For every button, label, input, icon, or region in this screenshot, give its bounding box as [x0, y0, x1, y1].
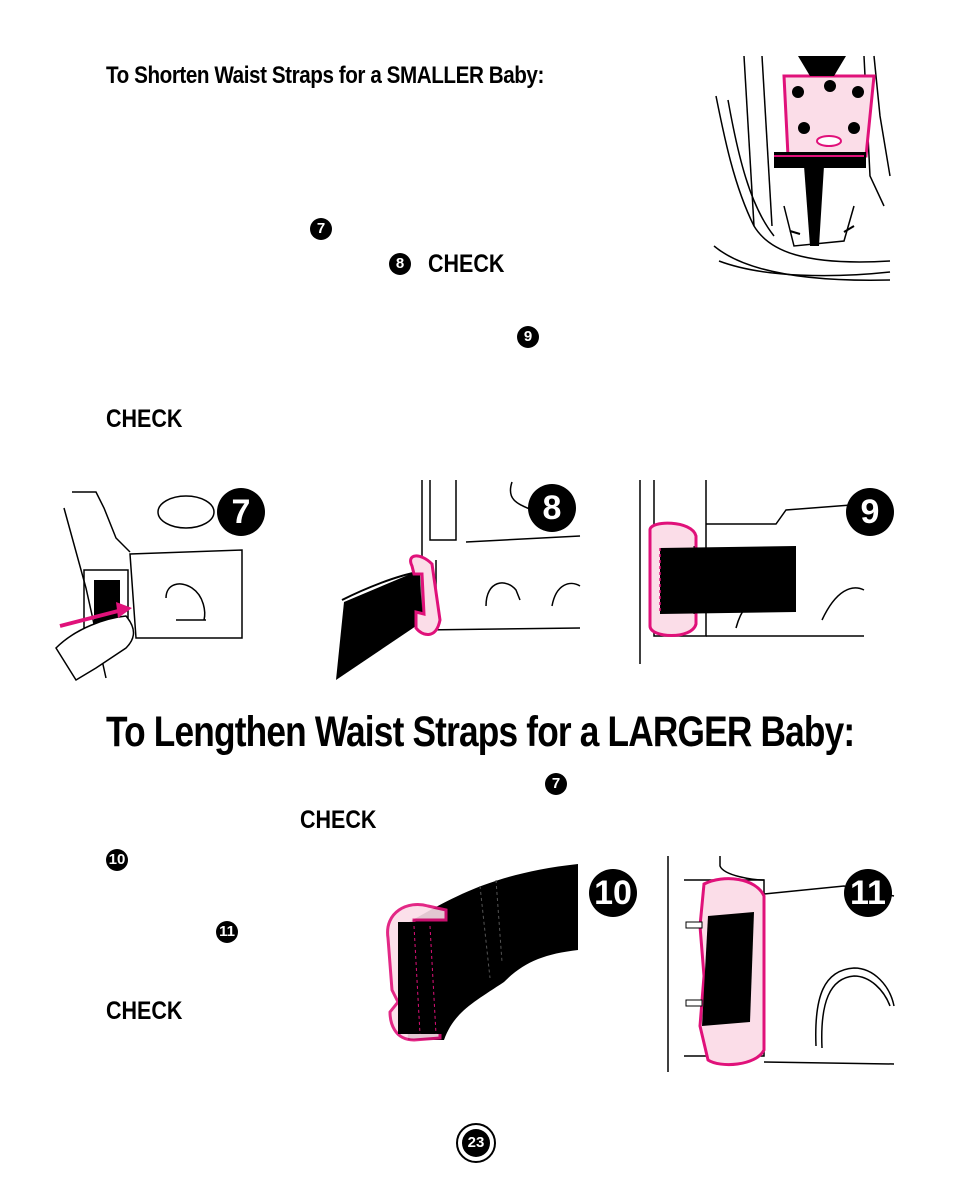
- figure-10-illustration: [386, 864, 578, 1042]
- step-marker-8: 8: [389, 253, 411, 275]
- check-label: CHECK: [106, 405, 183, 433]
- figure-11-illustration: [667, 856, 895, 1072]
- section-heading-shorten: To Shorten Waist Straps for a SMALLER Ba…: [106, 62, 544, 89]
- figure-10-number: 10: [589, 869, 637, 917]
- figure-9-illustration: [639, 480, 865, 664]
- step-marker-10: 10: [106, 849, 128, 871]
- section-heading-lengthen: To Lengthen Waist Straps for a LARGER Ba…: [106, 708, 855, 756]
- figure-9-number: 9: [846, 488, 894, 536]
- figure-8-number: 8: [528, 484, 576, 532]
- step-marker-11: 11: [216, 921, 238, 943]
- figure-8-illustration: [336, 480, 581, 680]
- check-label: CHECK: [300, 806, 377, 834]
- check-label: CHECK: [428, 250, 505, 278]
- step-marker-9: 9: [517, 326, 539, 348]
- step-marker-7: 7: [545, 773, 567, 795]
- step-marker-7: 7: [310, 218, 332, 240]
- seat-harness-illustration: [713, 55, 891, 281]
- page-number: 23: [462, 1129, 490, 1157]
- figure-7-illustration: [55, 491, 243, 682]
- check-label: CHECK: [106, 997, 183, 1025]
- figure-7-number: 7: [217, 488, 265, 536]
- page-number-badge: 23: [456, 1123, 496, 1163]
- figure-11-number: 11: [844, 869, 892, 917]
